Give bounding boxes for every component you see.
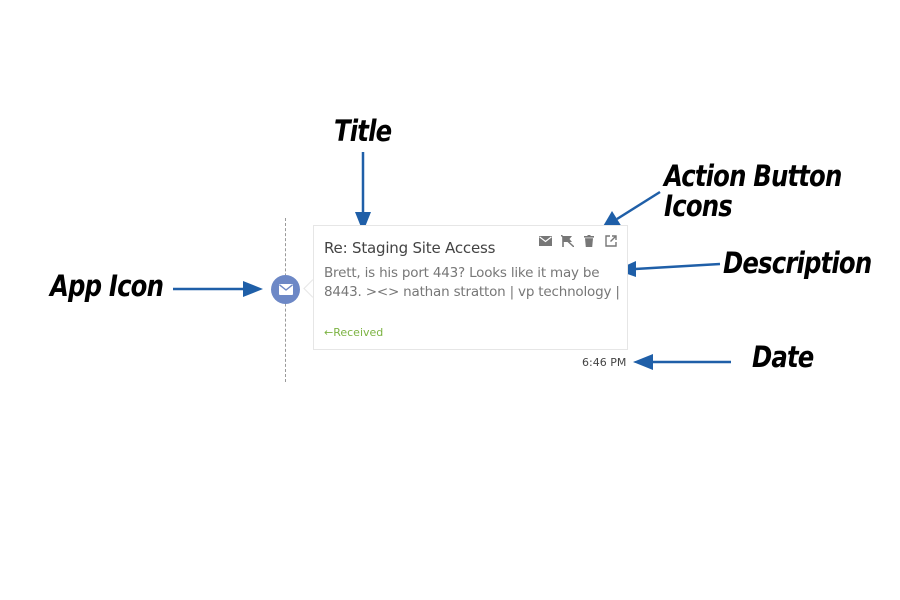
notification-description: Brett, is his port 443? Looks like it ma… <box>324 265 620 300</box>
open-external-icon[interactable] <box>603 234 619 248</box>
callout-title: Title <box>334 114 392 148</box>
arrow-description <box>634 262 721 271</box>
mail-icon[interactable] <box>537 234 553 248</box>
notification-title: Re: Staging Site Access <box>324 239 496 257</box>
arrow-action-buttons <box>616 190 661 221</box>
callout-description: Description <box>723 246 872 280</box>
callout-app-icon: App Icon <box>50 269 164 303</box>
callout-action-buttons-line2: Icons <box>664 189 733 223</box>
action-buttons <box>537 234 619 248</box>
callout-action-buttons: Action Button Icons <box>664 159 842 223</box>
flag-icon[interactable] <box>559 234 575 248</box>
arrowhead-title <box>355 212 371 232</box>
notification-card[interactable]: Re: Staging Site Access Brett, is his po… <box>313 225 628 350</box>
callout-date: Date <box>752 340 814 374</box>
arrowhead-action-buttons <box>602 211 622 228</box>
notification-date: 6:46 PM <box>582 356 627 369</box>
arrowhead-app-icon <box>243 281 263 297</box>
callout-action-buttons-line1: Action Button <box>664 159 842 193</box>
trash-icon[interactable] <box>581 234 597 248</box>
arrowhead-date <box>633 354 653 370</box>
app-mail-icon <box>271 275 300 304</box>
received-status: ←Received <box>324 326 384 339</box>
